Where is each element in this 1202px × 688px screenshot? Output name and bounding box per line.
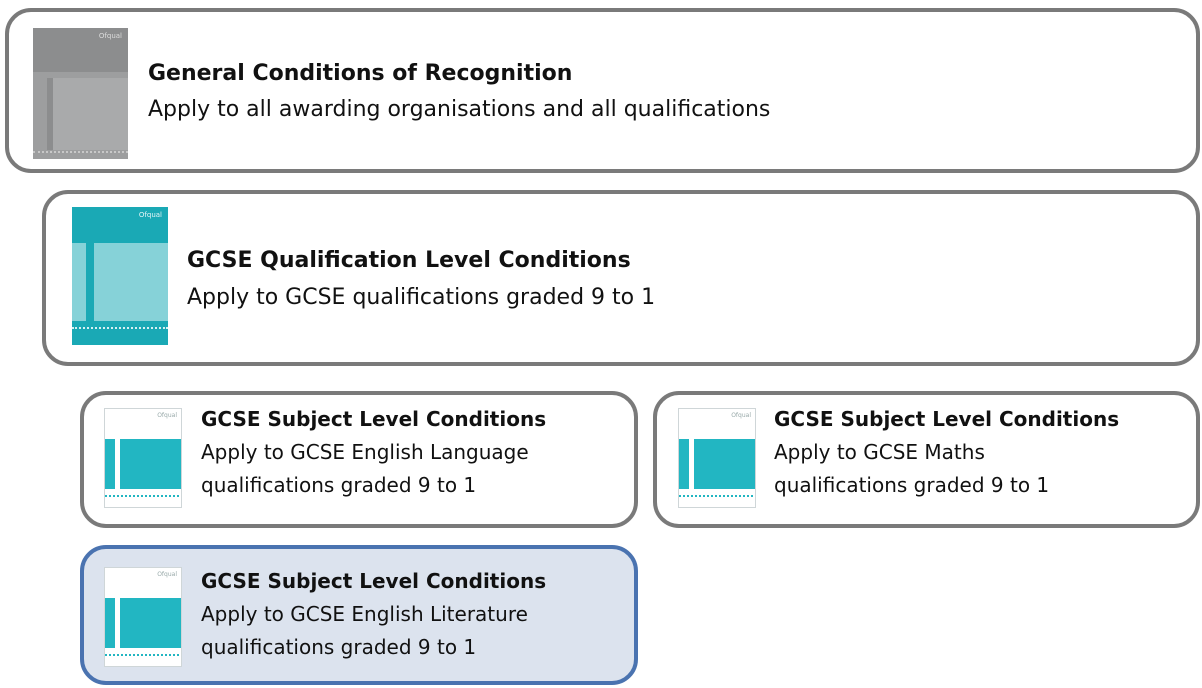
document-cover-icon: Ofqual	[104, 408, 182, 508]
card-description-line: Apply to GCSE English Literature	[201, 602, 528, 626]
document-cover-icon: Ofqual	[104, 567, 182, 667]
ofqual-logo: Ofqual	[731, 412, 751, 419]
general-conditions-card[interactable]	[5, 8, 1200, 173]
card-description: Apply to all awarding organisations and …	[148, 97, 771, 122]
document-cover-icon: Ofqual	[33, 28, 128, 159]
card-title: GCSE Subject Level Conditions	[201, 407, 547, 431]
gcse-qualification-level-card[interactable]	[42, 190, 1200, 366]
card-title: GCSE Qualification Level Conditions	[187, 248, 631, 273]
card-description: Apply to GCSE qualifications graded 9 to…	[187, 285, 656, 310]
ofqual-logo: Ofqual	[157, 571, 177, 578]
card-description-line: qualifications graded 9 to 1	[201, 473, 477, 497]
card-description-line: Apply to GCSE Maths	[774, 440, 985, 464]
ofqual-logo: Ofqual	[98, 32, 122, 40]
card-description-line: Apply to GCSE English Language	[201, 440, 529, 464]
card-title: GCSE Subject Level Conditions	[201, 569, 547, 593]
card-description-line: qualifications graded 9 to 1	[774, 473, 1050, 497]
ofqual-logo: Ofqual	[138, 211, 162, 219]
card-title: GCSE Subject Level Conditions	[774, 407, 1120, 431]
ofqual-logo: Ofqual	[157, 412, 177, 419]
document-cover-icon: Ofqual	[678, 408, 756, 508]
document-cover-icon: Ofqual	[72, 207, 168, 345]
card-description-line: qualifications graded 9 to 1	[201, 635, 477, 659]
card-title: General Conditions of Recognition	[148, 61, 573, 86]
